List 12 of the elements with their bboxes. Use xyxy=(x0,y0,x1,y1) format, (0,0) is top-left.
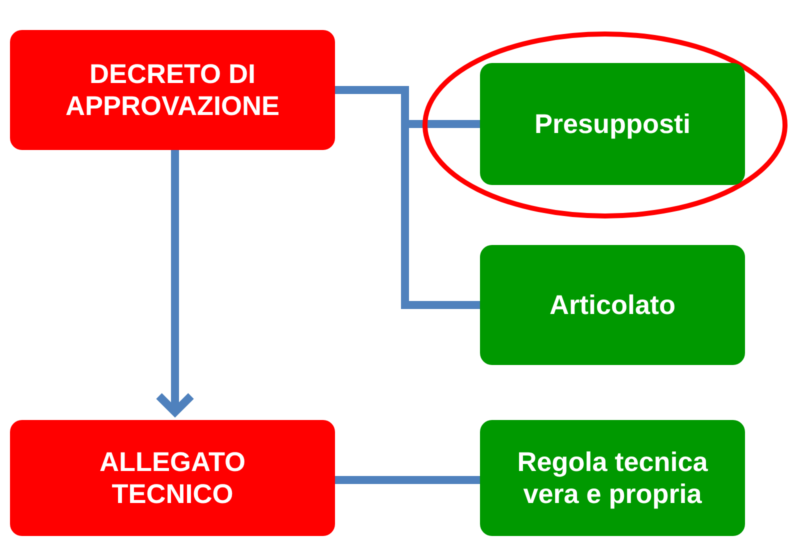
process-box xyxy=(480,245,745,365)
box-label: Articolato xyxy=(549,288,676,322)
process-box xyxy=(480,63,745,185)
box-label: Presupposti xyxy=(534,108,691,140)
connector-line xyxy=(335,476,480,484)
process-box xyxy=(10,30,335,150)
box-label: Regola tecnica vera e propria xyxy=(516,446,709,510)
process-box xyxy=(10,420,335,536)
box-label: ALLEGATO TECNICO xyxy=(98,446,246,510)
box-label: DECRETO DI APPROVAZIONE xyxy=(64,58,281,122)
process-box xyxy=(480,420,745,536)
arrow xyxy=(155,150,195,416)
